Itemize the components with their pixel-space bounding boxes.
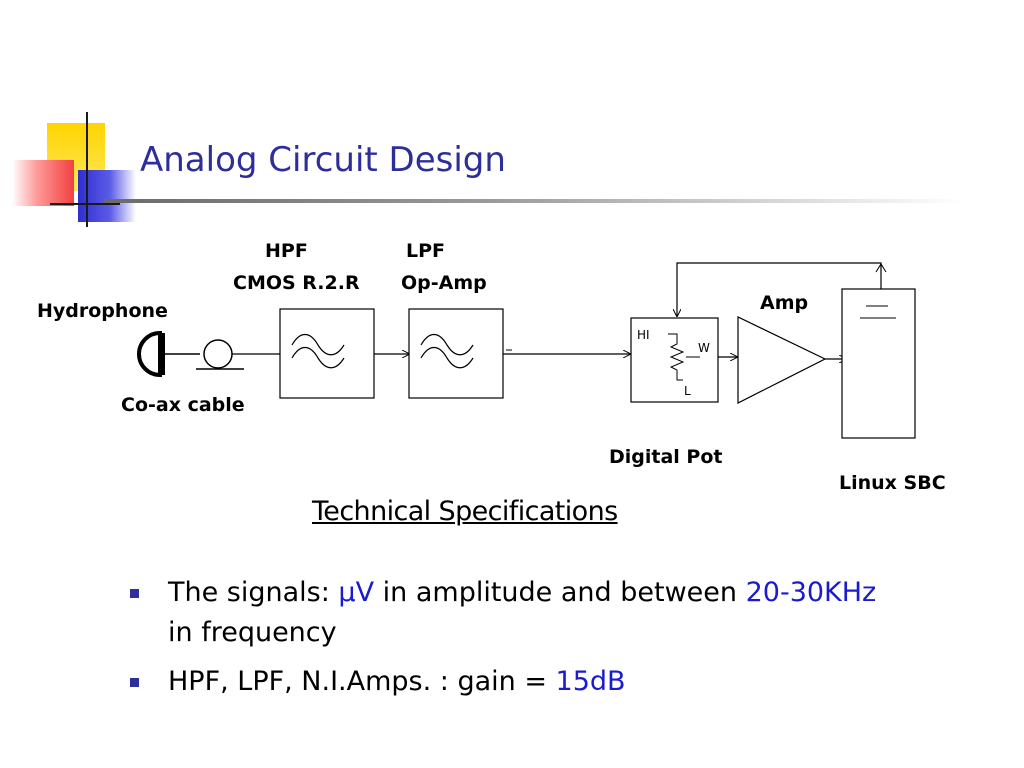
coax-cable-label: Co-ax cable [121, 394, 245, 416]
signals-frequency-value: 20-30KHz [745, 577, 877, 608]
lpf-filter-block [408, 308, 504, 399]
hydrophone-icon [137, 330, 165, 378]
decor-horizontal-line [50, 203, 120, 205]
pot-pin-l: L [684, 384, 691, 398]
lpf-sublabel: Op-Amp [401, 272, 487, 294]
amp-label: Amp [760, 292, 809, 314]
digital-pot-label: Digital Pot [609, 446, 723, 468]
bullet-marker-icon [130, 589, 139, 598]
signals-middle: in amplitude and between [374, 577, 746, 608]
slide-title: Analog Circuit Design [140, 140, 506, 180]
linux-sbc-block [841, 288, 916, 439]
pot-pin-hi: HI [637, 328, 650, 342]
hpf-filter-block [279, 308, 375, 399]
feedback-wire [677, 262, 882, 316]
linux-sbc-label: Linux SBC [839, 472, 946, 494]
gain-value: 15dB [555, 666, 626, 697]
block-diagram: HI W L [137, 262, 916, 439]
hydrophone-label: Hydrophone [37, 300, 168, 322]
bullet-text-gain: HPF, LPF, N.I.Amps. : gain = 15dB [168, 662, 626, 702]
decor-vertical-line [86, 112, 88, 227]
hpf-sublabel: CMOS R.2.R [233, 272, 360, 294]
pot-pin-w: W [698, 341, 710, 355]
signals-prefix: The signals: [168, 577, 339, 608]
lpf-label: LPF [406, 240, 446, 262]
signals-line2: in frequency [168, 617, 337, 648]
title-underline-rule [104, 199, 964, 203]
tech-specs-heading: Technical Specifications [312, 496, 618, 527]
amplifier-icon [737, 316, 827, 404]
signals-amplitude-value: µV [338, 577, 375, 608]
digital-pot-block: HI W L [630, 317, 719, 403]
decor-red-block [12, 160, 74, 206]
gain-prefix: HPF, LPF, N.I.Amps. : gain = [168, 666, 556, 697]
hpf-label: HPF [265, 240, 308, 262]
bullet-marker-icon [130, 678, 139, 687]
feedback-arrow-icon [875, 263, 887, 273]
bullet-text-signals: The signals: µV in amplitude and between… [168, 573, 876, 653]
